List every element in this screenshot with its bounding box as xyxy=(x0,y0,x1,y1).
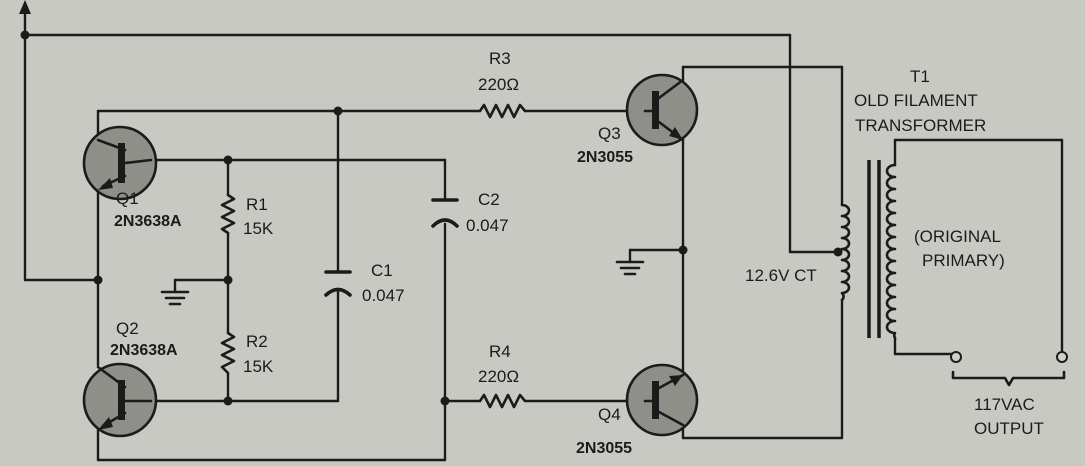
wiring xyxy=(23,10,1064,462)
q1-part-number: 2N3638A xyxy=(114,213,182,230)
q4-part-number: 2N3055 xyxy=(576,440,632,457)
resistor-r2 xyxy=(220,331,236,375)
output-brace xyxy=(951,370,1066,387)
r4-value: 220Ω xyxy=(478,367,519,386)
transistor-q1 xyxy=(82,125,158,201)
transistor-q3 xyxy=(625,73,699,147)
resistor-r3 xyxy=(478,103,527,119)
r2-label: R2 xyxy=(246,332,268,351)
primary-note-line1: (ORIGINAL xyxy=(914,227,1001,246)
output-terminal-left xyxy=(950,351,962,363)
ground-symbol-right xyxy=(615,260,645,276)
r1-label: R1 xyxy=(246,195,268,214)
primary-note-line2: PRIMARY) xyxy=(922,251,1005,270)
c2-value: 0.047 xyxy=(466,216,509,235)
junction-dots xyxy=(20,30,843,406)
output-label-line1: 117VAC xyxy=(974,395,1035,414)
r3-label: R3 xyxy=(489,49,511,68)
t1-label: T1 xyxy=(910,67,930,86)
ground-symbol-left xyxy=(160,290,190,306)
transistor-q2 xyxy=(82,362,158,438)
output-terminal-right xyxy=(1056,351,1068,363)
q2-part-number: 2N3638A xyxy=(110,342,178,359)
capacitor-c2 xyxy=(431,198,459,228)
resistor-r1 xyxy=(220,193,236,235)
r1-value: 15K xyxy=(243,219,274,238)
t1-desc-line2: TRANSFORMER xyxy=(855,116,986,135)
q3-part-number: 2N3055 xyxy=(577,149,633,166)
q1-label: Q1 xyxy=(116,189,139,208)
capacitor-c1 xyxy=(324,270,352,297)
r2-value: 15K xyxy=(243,357,274,376)
c1-value: 0.047 xyxy=(362,286,405,305)
r3-value: 220Ω xyxy=(478,75,519,94)
r4-label: R4 xyxy=(489,342,511,361)
output-label-line2: OUTPUT xyxy=(974,419,1044,438)
c1-label: C1 xyxy=(371,261,393,280)
q2-label: Q2 xyxy=(116,319,139,338)
output-arrow xyxy=(19,0,31,14)
secondary-winding xyxy=(840,203,851,302)
transistor-q4 xyxy=(625,363,699,437)
t1-desc-line1: OLD FILAMENT xyxy=(854,91,978,110)
transformer-t1 xyxy=(840,160,897,340)
secondary-rating: 12.6V CT xyxy=(745,266,817,285)
q3-label: Q3 xyxy=(598,124,621,143)
resistor-r4 xyxy=(478,393,527,409)
primary-winding xyxy=(885,163,897,340)
q4-label: Q4 xyxy=(598,405,621,424)
c2-label: C2 xyxy=(478,190,500,209)
